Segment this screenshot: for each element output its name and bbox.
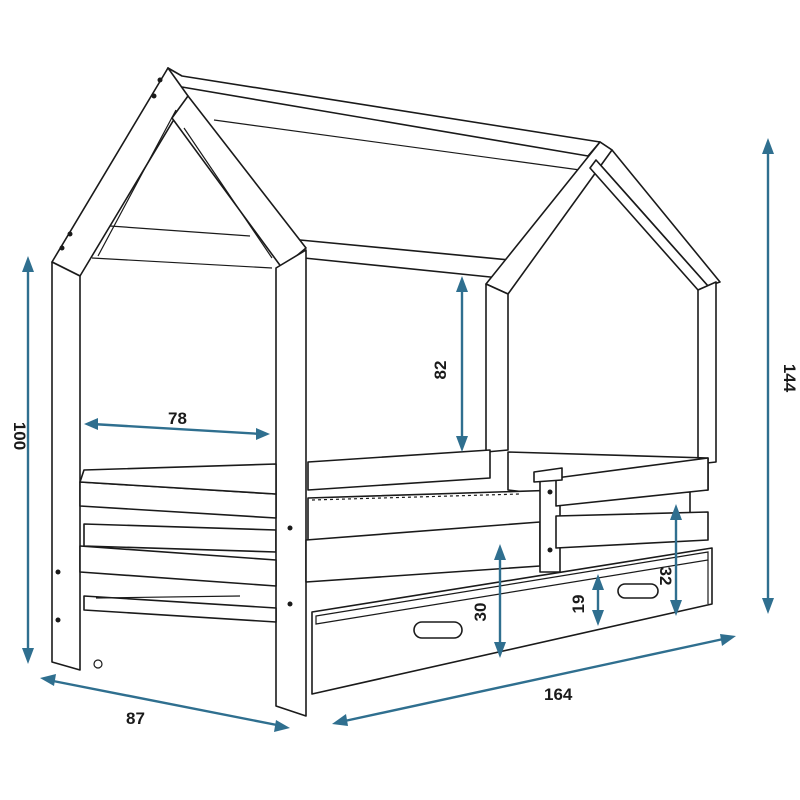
dim-78-line: [91, 422, 263, 436]
caster-wheel: [93, 659, 103, 669]
label-82: 82: [431, 361, 450, 380]
drawer-handle[interactable]: [413, 621, 463, 639]
label-144: 144: [780, 364, 799, 393]
front-gable: [51, 67, 307, 717]
dimension-lines: [22, 138, 774, 732]
front-left-rails: [79, 463, 277, 623]
dim-164-line: [339, 636, 729, 724]
label-100: 100: [10, 422, 29, 450]
label-78: 78: [168, 409, 187, 428]
dimension-labels: 78 82 100 144 87 164 32 30 19: [10, 361, 799, 728]
dim-87-line: [47, 678, 283, 728]
back-gable: [485, 141, 717, 465]
label-87: 87: [126, 709, 145, 728]
drawer-handle-2[interactable]: [617, 583, 659, 599]
label-19: 19: [569, 595, 588, 614]
label-30: 30: [471, 603, 490, 622]
screws: [55, 77, 553, 623]
label-32: 32: [656, 567, 675, 586]
front-side: [305, 457, 709, 583]
label-164: 164: [544, 685, 573, 704]
drawer: [93, 547, 713, 695]
